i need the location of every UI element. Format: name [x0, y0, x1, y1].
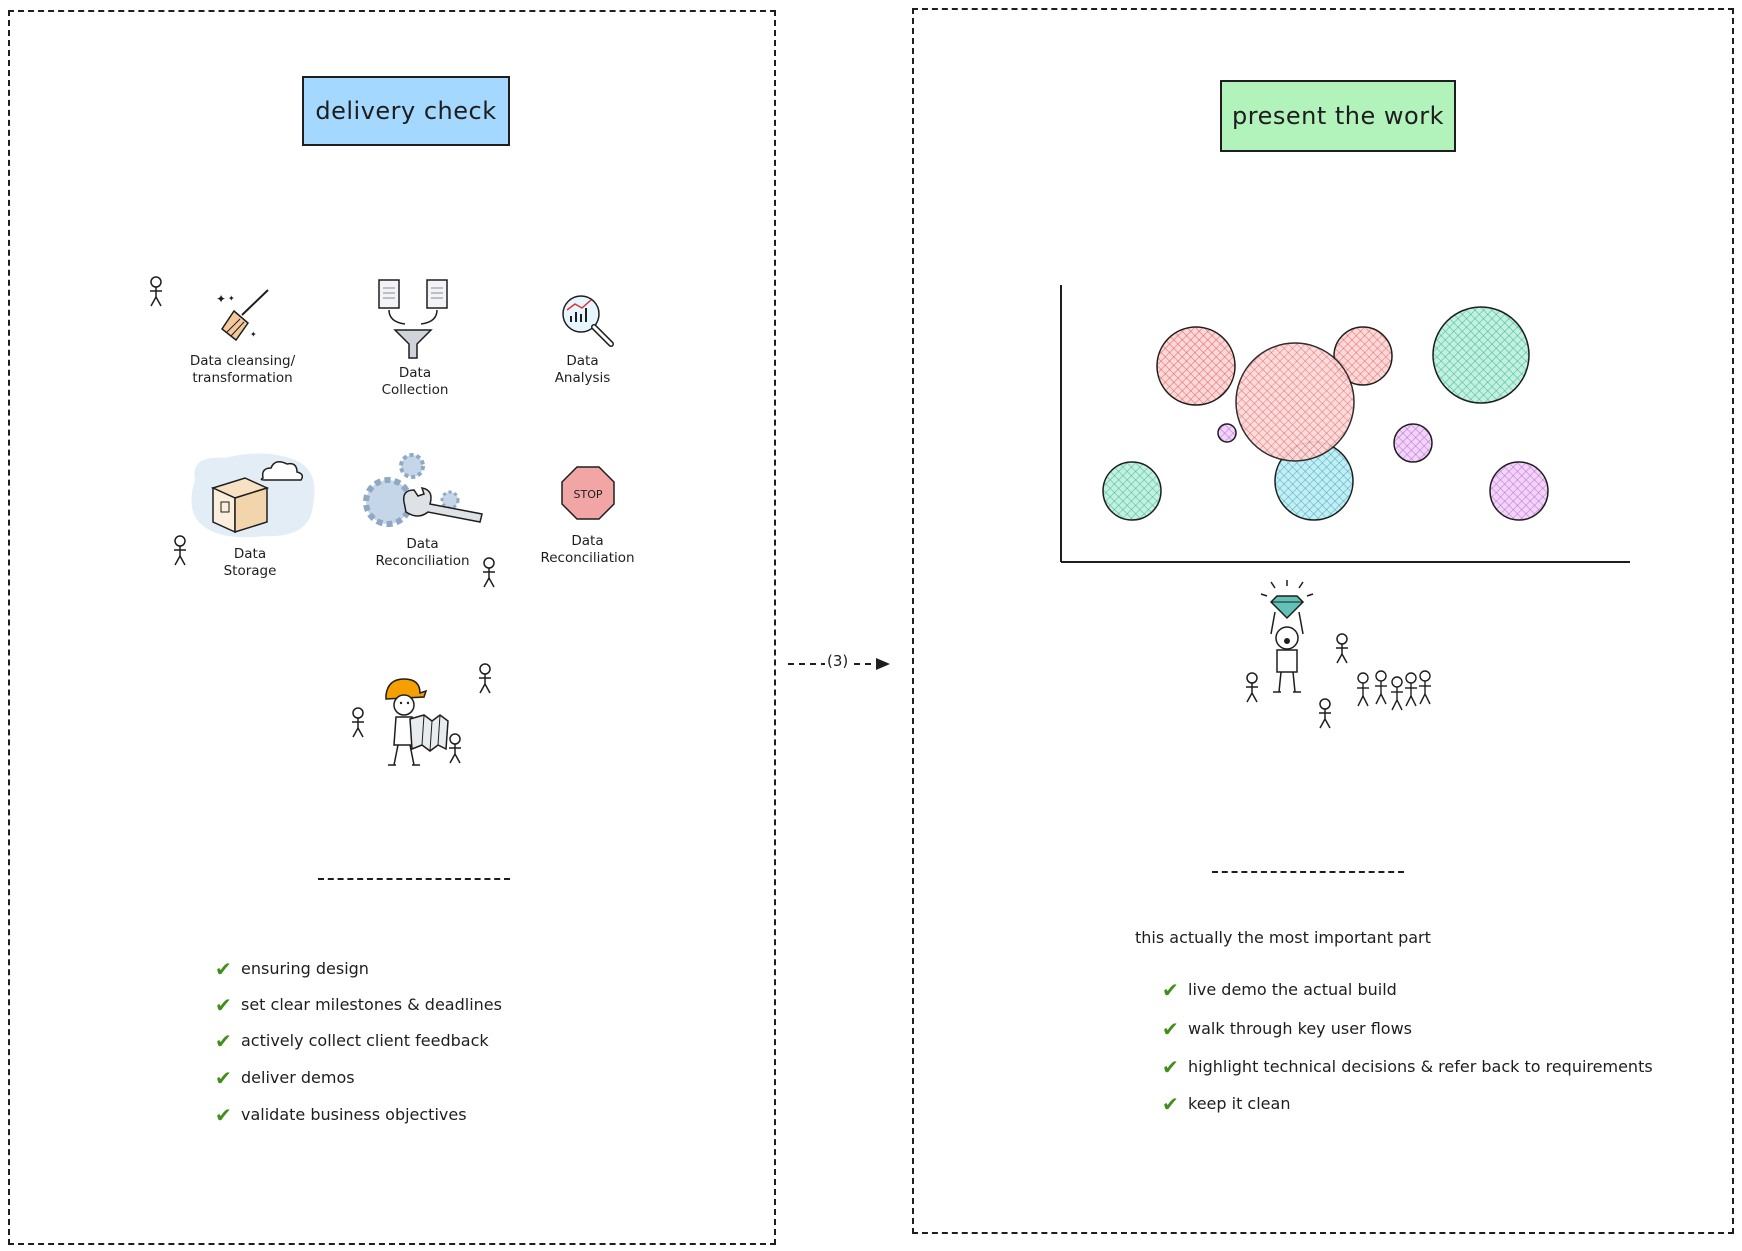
svg-text:✦: ✦: [250, 330, 257, 339]
list-item: ✔keep it clean: [1162, 1091, 1291, 1116]
bubble: [1235, 342, 1355, 462]
check-icon: ✔: [1162, 1091, 1179, 1116]
icon-label-cleansing: Data cleansing/ transformation: [189, 353, 296, 386]
check-icon: ✔: [215, 992, 232, 1017]
bubble: [1432, 306, 1530, 404]
list-item: ✔deliver demos: [215, 1065, 355, 1090]
icon-label-storage: Data Storage: [223, 546, 277, 579]
stick-figure-icon: [449, 733, 461, 764]
list-item: ✔actively collect client feedback: [215, 1028, 489, 1053]
right-checklist: ✔live demo the actual build ✔walk throug…: [1162, 970, 1653, 1122]
list-item: ✔highlight technical decisions & refer b…: [1162, 1054, 1653, 1079]
stick-figure-icon: [1319, 698, 1331, 729]
svg-text:✦: ✦: [216, 292, 226, 306]
bubble: [1489, 461, 1549, 521]
bubble: [1156, 326, 1236, 406]
stick-figure-icon: [479, 663, 491, 694]
gears-wrench-icon: [363, 453, 483, 527]
stick-figure-icon: [1336, 633, 1348, 664]
stick-figure-icon: [1246, 672, 1258, 703]
stick-figure-icon: [150, 276, 162, 307]
bubble-chart-sketch: [1060, 285, 1630, 563]
svg-text:✦: ✦: [228, 294, 235, 303]
bubble: [1393, 423, 1433, 463]
icon-label-reconciliation-stop: Data Reconciliation: [540, 533, 635, 566]
left-divider: [318, 878, 510, 880]
check-icon: ✔: [215, 956, 232, 981]
storage-box-icon: [191, 453, 315, 538]
delivery-check-panel: [8, 10, 776, 1245]
stick-figure-icon: [352, 707, 364, 738]
connector-step-label: (3): [825, 652, 851, 670]
intro-note: this actually the most important part: [1135, 928, 1431, 947]
magnifier-chart-icon: [562, 295, 614, 347]
list-item: ✔live demo the actual build: [1162, 977, 1397, 1002]
icon-label-collection: Data Collection: [381, 365, 449, 398]
bubble: [1217, 423, 1237, 443]
icon-label-analysis: Data Analysis: [554, 353, 611, 386]
list-item: ✔validate business objectives: [215, 1102, 467, 1127]
right-divider: [1212, 871, 1404, 873]
left-checklist: ✔ensuring design ✔set clear milestones &…: [215, 950, 502, 1133]
check-icon: ✔: [1162, 1016, 1179, 1041]
delivery-check-title: delivery check: [302, 76, 510, 146]
present-work-panel: [912, 8, 1734, 1234]
list-item: ✔ensuring design: [215, 956, 369, 981]
check-icon: ✔: [1162, 1054, 1179, 1079]
check-icon: ✔: [1162, 977, 1179, 1002]
presenter-with-diamond-icon: [1260, 580, 1314, 693]
stick-figure-icon: [483, 557, 495, 588]
funnel-documents-icon: [378, 279, 448, 359]
broom-icon: ✦ ✦ ✦: [216, 289, 269, 342]
check-icon: ✔: [215, 1102, 232, 1127]
bubble: [1333, 326, 1393, 386]
audience-group-icon: [1357, 670, 1431, 711]
check-icon: ✔: [215, 1028, 232, 1053]
check-icon: ✔: [215, 1065, 232, 1090]
icon-label-reconciliation-gears: Data Reconciliation: [375, 536, 470, 569]
stop-sign-text: STOP: [574, 488, 603, 501]
stick-figure-icon: [174, 535, 186, 566]
bubble: [1102, 461, 1162, 521]
stop-sign-icon: STOP: [561, 466, 615, 520]
list-item: ✔walk through key user flows: [1162, 1016, 1413, 1041]
list-item: ✔set clear milestones & deadlines: [215, 992, 502, 1017]
present-work-title: present the work: [1220, 80, 1456, 152]
builder-with-map-icon: [385, 678, 449, 766]
